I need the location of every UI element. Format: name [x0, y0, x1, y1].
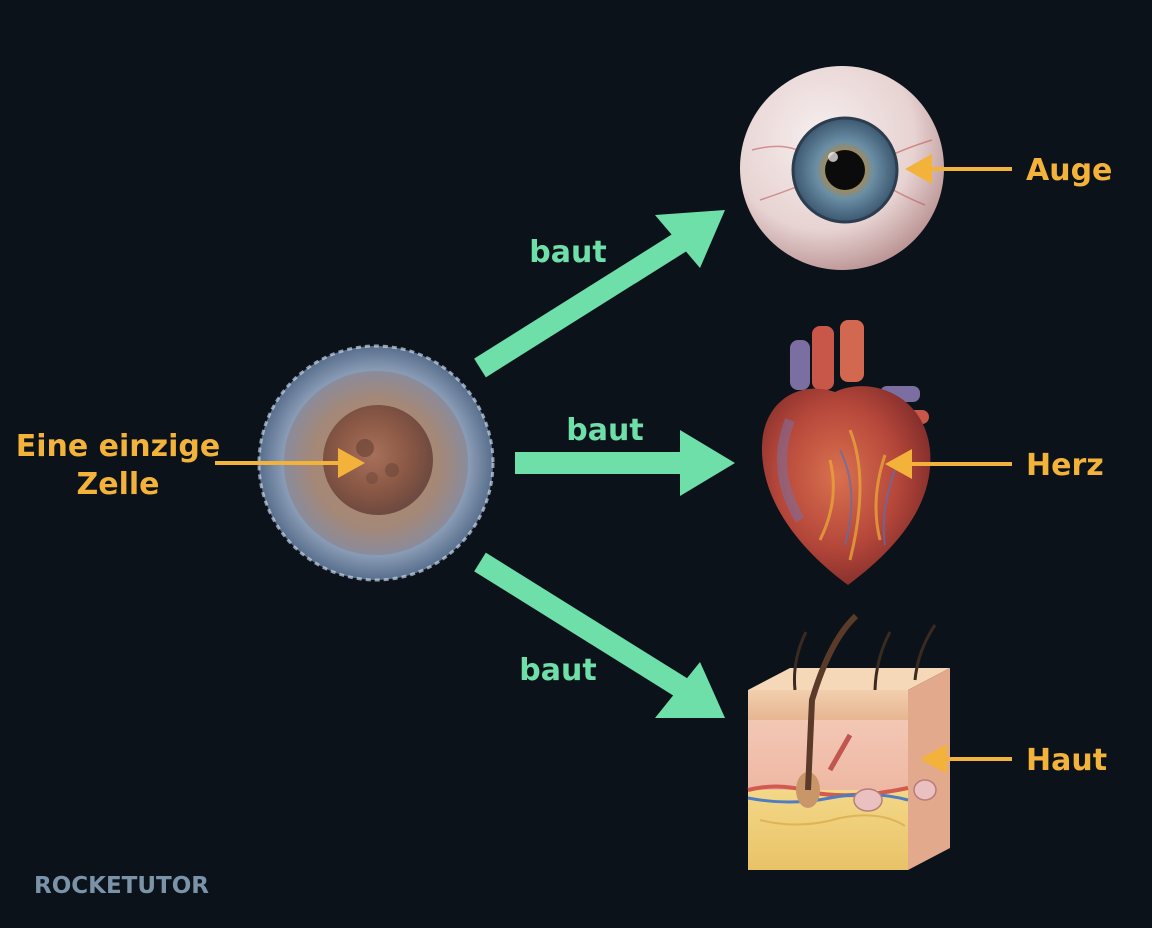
organ-label-haut: Haut — [1026, 743, 1107, 778]
connector-arrow-haut — [474, 552, 725, 718]
cell-icon — [257, 344, 495, 582]
connector-arrows — [474, 210, 735, 718]
organ-label-herz: Herz — [1026, 448, 1104, 483]
verb-label-herz: baut — [566, 413, 643, 448]
pointer-arrow-herz — [885, 449, 1012, 479]
eye-icon — [740, 66, 944, 270]
pointer-arrow-cell — [215, 448, 365, 478]
pointer-arrow-haut — [920, 744, 1012, 774]
organ-label-auge: Auge — [1026, 153, 1112, 188]
connector-arrow-auge — [474, 210, 725, 378]
logo-text: ROCKETUTOR — [34, 873, 209, 899]
connector-arrow-herz — [515, 430, 735, 496]
heart-icon — [761, 320, 931, 585]
pointer-arrows — [215, 154, 1012, 774]
skin-icon — [747, 613, 950, 870]
pointer-arrow-auge — [905, 154, 1012, 184]
rocketutor-logo: ROCKETUTOR — [34, 873, 209, 899]
cell-label-line2: Zelle — [76, 467, 159, 502]
verb-label-auge: baut — [529, 235, 606, 270]
cell-label-line1: Eine einzige — [16, 429, 220, 464]
verb-label-haut: baut — [519, 653, 596, 688]
